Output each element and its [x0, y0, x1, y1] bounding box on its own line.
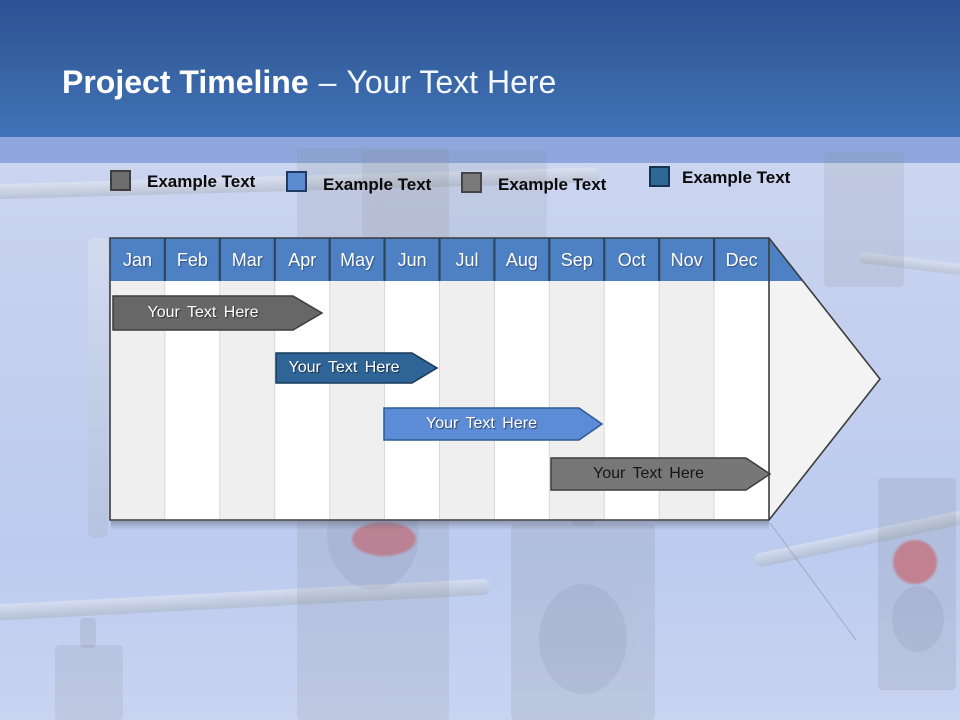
traffic-light-lamp — [539, 584, 627, 694]
traffic-light-lamp — [892, 586, 944, 652]
title-placeholder[interactable]: Your Text Here — [346, 63, 557, 100]
month-header-aug: Aug — [505, 250, 538, 270]
traffic-light-silhouette — [824, 152, 904, 287]
month-header-jan: Jan — [122, 250, 153, 270]
task-bar-2[interactable] — [275, 352, 439, 384]
legend-swatch-gray2 — [461, 172, 482, 193]
legend-label[interactable]: Example Text — [498, 175, 607, 194]
timeline-shadow — [111, 521, 769, 530]
arrow-reflection — [769, 522, 857, 641]
month-header-feb: Feb — [176, 250, 208, 270]
legend-swatch-lightblue — [286, 171, 307, 192]
task-bar-label-2[interactable]: Your Text Here — [288, 359, 400, 376]
traffic-light-silhouette — [511, 524, 655, 720]
pole-silhouette — [88, 238, 108, 538]
header-separators — [163, 238, 716, 281]
traffic-light-silhouette — [362, 150, 547, 238]
month-header-jun: Jun — [397, 250, 427, 270]
legend-swatch-gray — [110, 170, 131, 191]
month-header-jul: Jul — [455, 250, 479, 270]
legend-label[interactable]: Example Text — [323, 175, 432, 194]
task-bar-label-3[interactable]: Your Text Here — [426, 415, 537, 432]
red-light — [352, 522, 416, 556]
traffic-light-stem — [80, 618, 96, 648]
month-header-apr: Apr — [288, 250, 317, 270]
column-stripe — [439, 280, 495, 520]
legend-swatch-steelblue — [649, 166, 670, 187]
red-light — [893, 540, 937, 584]
task-bar-4[interactable] — [550, 457, 772, 491]
title-separator: – — [318, 63, 337, 100]
month-header-nov: Nov — [670, 250, 703, 270]
arrow-outline — [109, 237, 882, 521]
column-stripe — [384, 280, 440, 520]
month-header-dec: Dec — [725, 250, 758, 270]
legend-label[interactable]: Example Text — [682, 168, 791, 187]
traffic-light-silhouette — [55, 645, 123, 720]
legend-label[interactable]: Example Text — [147, 172, 256, 191]
column-stripe — [329, 280, 385, 520]
slide-title[interactable]: Project Timeline – Your Text Here — [62, 28, 556, 136]
month-header-mar: Mar — [231, 250, 263, 270]
month-header-band — [110, 238, 803, 281]
sky-band — [0, 137, 960, 163]
month-header-sep: Sep — [560, 250, 593, 270]
task-bar-label-1[interactable]: Your Text Here — [147, 304, 259, 321]
title-bar: Project Timeline – Your Text Here — [0, 0, 960, 137]
task-bar-3[interactable] — [383, 407, 604, 441]
month-header-oct: Oct — [617, 250, 646, 270]
column-stripe — [494, 280, 550, 520]
task-bar-label-4[interactable]: Your Text Here — [593, 465, 704, 482]
month-header-may: May — [340, 250, 375, 270]
title-emphasis: Project Timeline — [62, 63, 309, 100]
traffic-light-silhouette — [878, 478, 956, 690]
task-bar-1[interactable] — [112, 295, 324, 331]
